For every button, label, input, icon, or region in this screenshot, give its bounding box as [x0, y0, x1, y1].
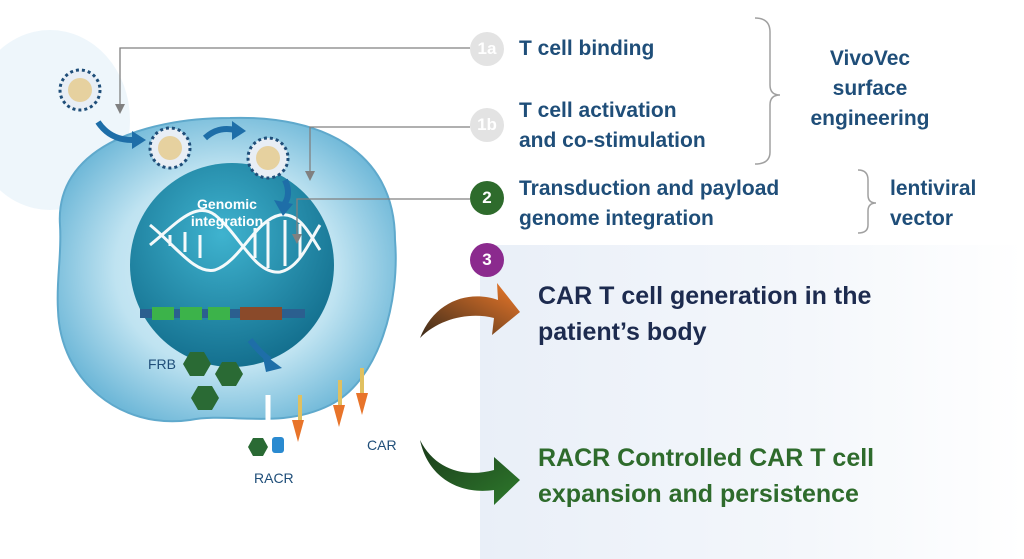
step-2-badge: 2 [470, 181, 504, 215]
dna-helix-icon [149, 208, 322, 274]
connector-lines [115, 47, 470, 244]
racr-receptor-icon [248, 395, 284, 456]
nucleus [130, 163, 334, 367]
virus-particle-icon [148, 126, 192, 170]
vivovec-bracket [754, 17, 781, 165]
car-label: CAR [367, 437, 397, 453]
frb-hexagon-icon [183, 352, 243, 410]
lentiviral-bracket [857, 169, 877, 234]
virus-particle-icon [58, 68, 102, 112]
racr-expansion-text: RACR Controlled CAR T cell expansion and… [538, 444, 875, 508]
generation-arrow-icon [420, 283, 520, 338]
car-t-generation-text: CAR T cell generation in the patient’s b… [538, 282, 872, 346]
step-1b-badge: 1b [470, 108, 504, 142]
car-receptor-icon [292, 368, 368, 442]
vivovec-label: VivoVec surface engineering [810, 47, 930, 130]
step-1a-text: T cell binding [519, 37, 655, 60]
step-3-badge: 3 [470, 243, 504, 277]
step-1a-badge: 1a [470, 32, 504, 66]
racr-label: RACR [254, 470, 294, 486]
gene-construct-bar [140, 307, 305, 320]
frb-label: FRB [148, 356, 176, 372]
virus-particle-icon [246, 136, 290, 180]
expansion-arrow-icon [420, 440, 520, 505]
step-2-text: Transduction and payload genome integrat… [519, 177, 780, 230]
lentiviral-label: lentiviral vector [890, 177, 977, 230]
entry-arrow-icon [95, 120, 133, 143]
right-panel-background [480, 245, 1024, 559]
step-1b-text: T cell activation and co-stimulation [519, 99, 706, 152]
genomic-integration-label: Genomic integration [190, 196, 264, 229]
